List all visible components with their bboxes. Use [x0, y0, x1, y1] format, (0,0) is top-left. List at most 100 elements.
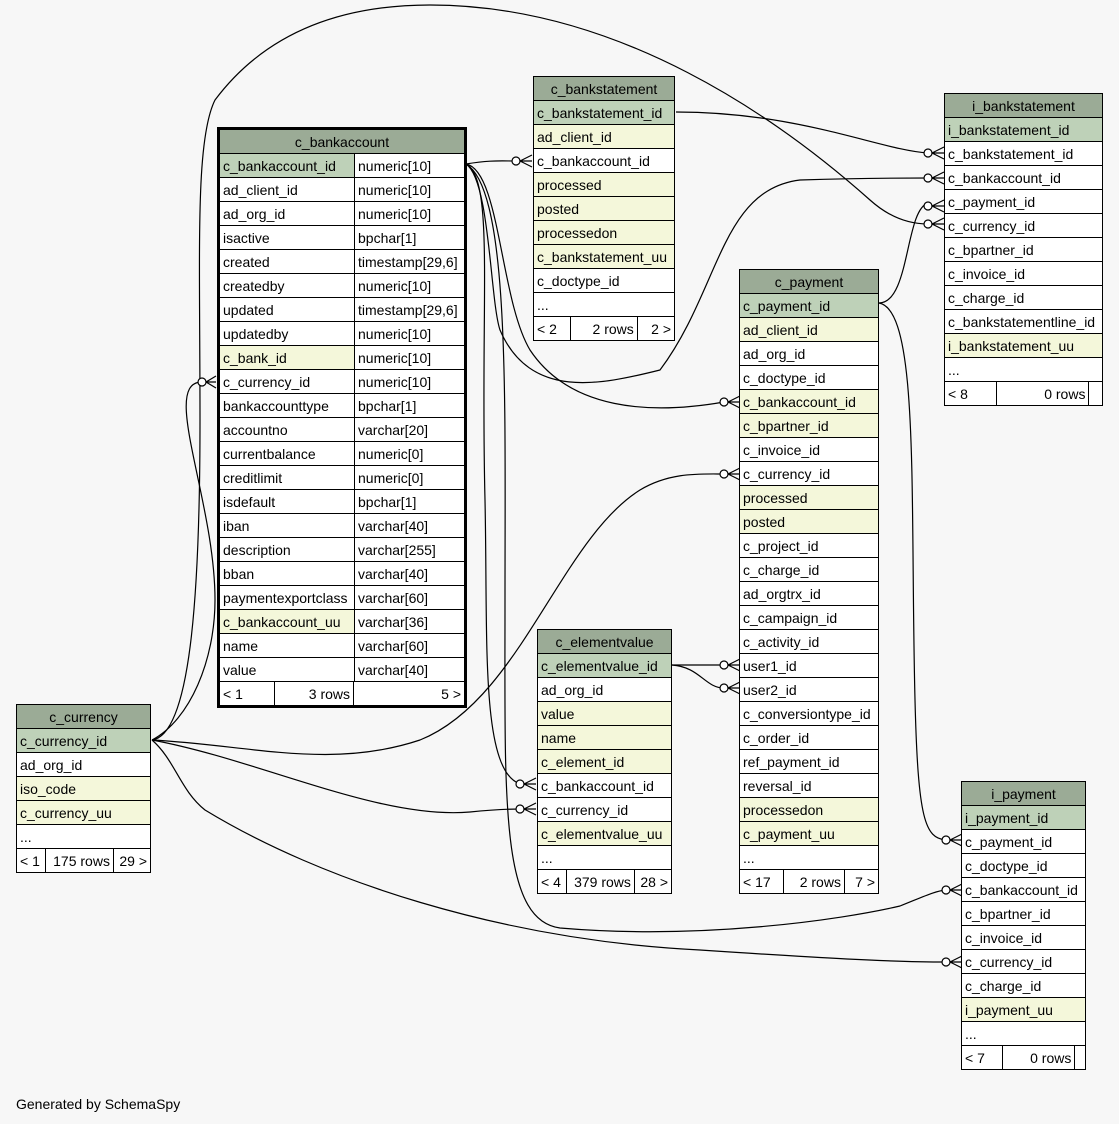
- column-name[interactable]: isactive: [218, 225, 355, 250]
- column-name[interactable]: value: [537, 701, 672, 726]
- children-link[interactable]: 29 >: [112, 848, 152, 873]
- column-name[interactable]: c_bankaccount_id: [961, 877, 1086, 902]
- column-name[interactable]: ad_client_id: [218, 177, 355, 202]
- column-name[interactable]: i_bankstatement_uu: [944, 333, 1103, 358]
- table-header[interactable]: c_bankstatement: [533, 76, 675, 101]
- children-link[interactable]: [1074, 1045, 1086, 1070]
- column-name[interactable]: currentbalance: [218, 441, 355, 466]
- column-name[interactable]: c_doctype_id: [533, 268, 675, 293]
- column-name[interactable]: i_payment_uu: [961, 997, 1086, 1022]
- column-name[interactable]: processedon: [533, 220, 675, 245]
- column-name[interactable]: ...: [961, 1021, 1086, 1046]
- parents-link[interactable]: < 2: [532, 316, 572, 341]
- column-name[interactable]: posted: [739, 509, 879, 534]
- parents-link[interactable]: < 4: [537, 869, 567, 894]
- column-name[interactable]: ...: [944, 357, 1103, 382]
- table-header[interactable]: c_bankaccount: [218, 128, 466, 154]
- column-name[interactable]: creditlimit: [218, 465, 355, 490]
- column-name[interactable]: c_activity_id: [739, 629, 879, 654]
- column-name[interactable]: c_order_id: [739, 725, 879, 750]
- column-name[interactable]: c_bankaccount_id: [533, 148, 675, 173]
- column-name[interactable]: c_elementvalue_id: [537, 653, 672, 678]
- column-name[interactable]: ref_payment_id: [739, 749, 879, 774]
- column-name[interactable]: i_payment_id: [961, 805, 1086, 830]
- column-name[interactable]: name: [218, 633, 355, 658]
- parents-link[interactable]: < 17: [739, 869, 784, 894]
- column-name[interactable]: c_doctype_id: [961, 853, 1086, 878]
- column-name[interactable]: bankaccounttype: [218, 393, 355, 418]
- column-name[interactable]: updated: [218, 297, 355, 322]
- column-name[interactable]: ...: [739, 845, 879, 870]
- column-name[interactable]: processed: [533, 172, 675, 197]
- parents-link[interactable]: < 7: [961, 1045, 1003, 1070]
- column-name[interactable]: value: [218, 657, 355, 682]
- column-name[interactable]: c_currency_id: [739, 461, 879, 486]
- parents-link[interactable]: < 1: [220, 682, 275, 705]
- column-name[interactable]: processed: [739, 485, 879, 510]
- children-link[interactable]: 28 >: [633, 869, 673, 894]
- column-name[interactable]: iban: [218, 513, 355, 538]
- children-link[interactable]: 5 >: [441, 685, 461, 702]
- column-name[interactable]: ad_org_id: [218, 201, 355, 226]
- column-name[interactable]: c_conversiontype_id: [739, 701, 879, 726]
- column-name[interactable]: ad_client_id: [739, 317, 879, 342]
- column-name[interactable]: ad_org_id: [739, 341, 879, 366]
- column-name[interactable]: user2_id: [739, 677, 879, 702]
- column-name[interactable]: c_currency_id: [537, 797, 672, 822]
- column-name[interactable]: c_invoice_id: [739, 437, 879, 462]
- column-name[interactable]: c_bankstatement_uu: [533, 244, 675, 269]
- column-name[interactable]: c_bankstatementline_id: [944, 309, 1103, 334]
- children-link[interactable]: 2 >: [636, 316, 676, 341]
- column-name[interactable]: c_currency_id: [961, 949, 1086, 974]
- column-name[interactable]: c_bank_id: [218, 345, 355, 370]
- column-name[interactable]: ...: [16, 824, 151, 849]
- column-name[interactable]: ad_orgtrx_id: [739, 581, 879, 606]
- column-name[interactable]: c_charge_id: [739, 557, 879, 582]
- parents-link[interactable]: < 8: [944, 381, 997, 406]
- children-link[interactable]: [1088, 381, 1103, 406]
- column-name[interactable]: name: [537, 725, 672, 750]
- column-name[interactable]: c_currency_uu: [16, 800, 151, 825]
- column-name[interactable]: c_bpartner_id: [944, 237, 1103, 262]
- column-name[interactable]: c_payment_id: [739, 293, 879, 318]
- column-name[interactable]: paymentexportclass: [218, 585, 355, 610]
- table-header[interactable]: i_payment: [961, 781, 1086, 806]
- column-name[interactable]: c_project_id: [739, 533, 879, 558]
- column-name[interactable]: c_elementvalue_uu: [537, 821, 672, 846]
- column-name[interactable]: c_bankaccount_uu: [218, 609, 355, 634]
- column-name[interactable]: c_payment_uu: [739, 821, 879, 846]
- column-name[interactable]: accountno: [218, 417, 355, 442]
- table-header[interactable]: i_bankstatement: [944, 93, 1103, 118]
- column-name[interactable]: c_bankaccount_id: [218, 153, 355, 178]
- table-header[interactable]: c_elementvalue: [537, 629, 672, 654]
- table-header[interactable]: c_currency: [16, 704, 151, 729]
- column-name[interactable]: i_bankstatement_id: [944, 117, 1103, 142]
- column-name[interactable]: c_doctype_id: [739, 365, 879, 390]
- children-link[interactable]: 7 >: [843, 869, 880, 894]
- column-name[interactable]: updatedby: [218, 321, 355, 346]
- column-name[interactable]: c_element_id: [537, 749, 672, 774]
- column-name[interactable]: user1_id: [739, 653, 879, 678]
- column-name[interactable]: ad_client_id: [533, 124, 675, 149]
- column-name[interactable]: c_bpartner_id: [739, 413, 879, 438]
- column-name[interactable]: reversal_id: [739, 773, 879, 798]
- column-name[interactable]: c_bankaccount_id: [944, 165, 1103, 190]
- column-name[interactable]: c_bankaccount_id: [537, 773, 672, 798]
- column-name[interactable]: c_invoice_id: [961, 925, 1086, 950]
- column-name[interactable]: c_bpartner_id: [961, 901, 1086, 926]
- column-name[interactable]: c_invoice_id: [944, 261, 1103, 286]
- column-name[interactable]: description: [218, 537, 355, 562]
- column-name[interactable]: c_campaign_id: [739, 605, 879, 630]
- column-name[interactable]: iso_code: [16, 776, 151, 801]
- column-name[interactable]: isdefault: [218, 489, 355, 514]
- column-name[interactable]: posted: [533, 196, 675, 221]
- column-name[interactable]: ad_org_id: [16, 752, 151, 777]
- column-name[interactable]: ...: [537, 845, 672, 870]
- column-name[interactable]: c_bankaccount_id: [739, 389, 879, 414]
